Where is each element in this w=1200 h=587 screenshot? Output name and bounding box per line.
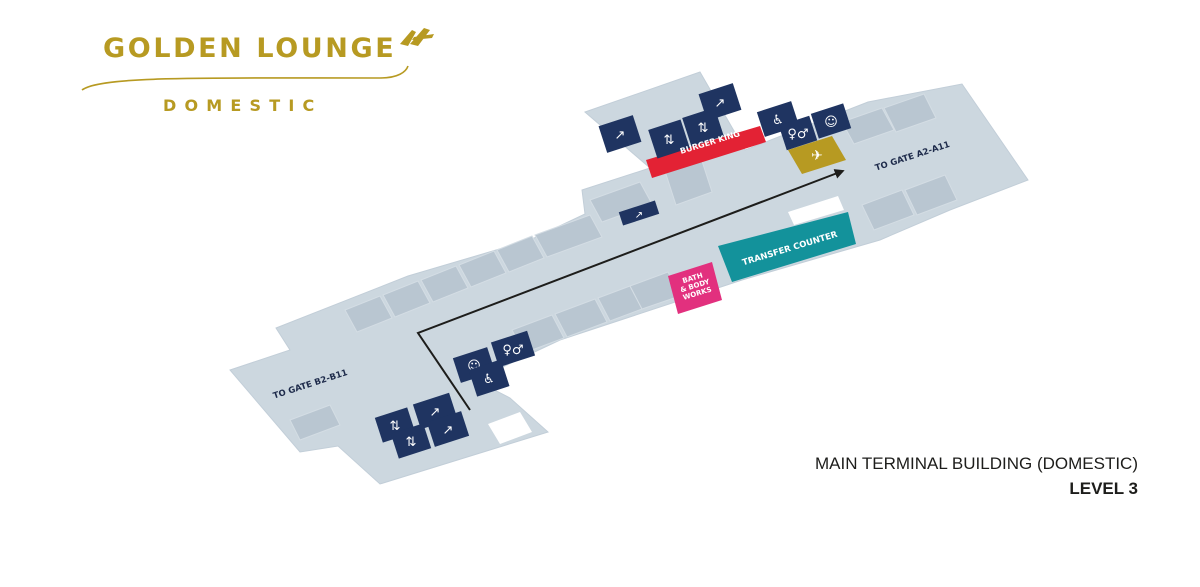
svg-text:⇅: ⇅ [406,435,417,450]
bath-body-works-shop[interactable] [668,262,722,314]
svg-text:↗: ↗ [615,128,626,143]
lift-icon: ⇅ [648,119,690,159]
svg-text:⇅: ⇅ [664,133,675,148]
golden-lounge-icon: ✈ [811,148,823,164]
svg-text:☺: ☺ [824,115,838,130]
svg-text:♿: ♿ [483,372,495,387]
toilet-icon: ♀♂ [778,115,818,151]
baby-care-icon: ☺ [810,103,852,139]
svg-text:↗: ↗ [635,210,643,221]
brand-subtitle: DOMESTIC [163,96,323,115]
void-area [488,412,532,444]
building-name: MAIN TERMINAL BUILDING (DOMESTIC) [814,454,1138,473]
svg-text:♿: ♿ [772,113,784,128]
void-area [788,196,844,225]
golden-lounge-location[interactable] [788,136,846,174]
accessible-toilet-icon: ♿ [468,359,510,397]
svg-text:↗: ↗ [430,405,441,420]
lift-icon: ⇅ [390,423,432,459]
toilet-icon: ♀♂ [490,330,536,368]
svg-text:↗: ↗ [715,96,726,111]
level-label: LEVEL 3 [1069,479,1138,498]
transfer-counter-shop[interactable] [718,212,856,282]
facility-tiles: ↗↗⇅⇅♿♀♂☺☺♀♂♿↗⇅↗⇅↗ [374,83,852,459]
escalator-icon: ↗ [618,200,660,226]
svg-text:↗: ↗ [443,423,454,438]
lift-icon: ⇅ [682,107,724,147]
svg-text:♀♂: ♀♂ [787,127,808,142]
svg-text:⇅: ⇅ [698,121,709,136]
brand-swoosh [81,65,409,91]
svg-text:⇅: ⇅ [390,419,401,434]
malaysia-airlines-kite-icon [400,28,434,46]
escalator-icon: ↗ [598,115,642,153]
escalator-icon: ↗ [426,411,470,447]
burger-king-shop[interactable] [646,126,766,178]
brand-title: GOLDEN LOUNGE [103,33,397,64]
route-path [416,169,845,411]
svg-text:♀♂: ♀♂ [502,343,523,358]
